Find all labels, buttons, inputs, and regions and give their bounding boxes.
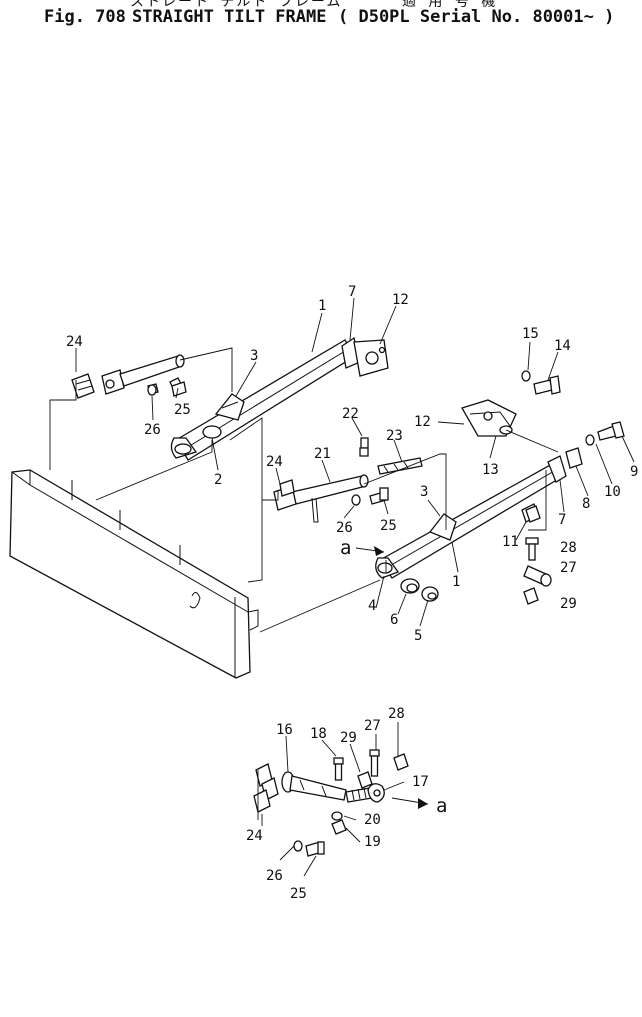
callout-24-mid: 24 xyxy=(266,454,283,470)
view-marker-a-upper: a xyxy=(340,537,351,559)
callout-24-lower: 24 xyxy=(246,828,263,844)
view-arrow-lower xyxy=(391,797,429,809)
callout-7-upper: 7 xyxy=(348,284,356,300)
dozer-blade xyxy=(9,469,259,679)
callout-21: 21 xyxy=(314,446,331,462)
callout-27-lower: 27 xyxy=(364,718,381,734)
right-mounting-bracket xyxy=(461,399,517,437)
callout-24-upper: 24 xyxy=(66,334,83,350)
callout-5: 5 xyxy=(414,628,422,644)
callout-22: 22 xyxy=(342,406,359,422)
callout-29-lower: 29 xyxy=(340,730,357,746)
callout-19: 19 xyxy=(364,834,381,850)
callout-16: 16 xyxy=(276,722,293,738)
right-side-hardware xyxy=(147,370,625,605)
callout-6: 6 xyxy=(390,612,398,628)
callout-4: 4 xyxy=(368,598,376,614)
serial-applicability: ( D50PL Serial No. 80001~ ) xyxy=(338,7,615,27)
callout-8: 8 xyxy=(582,496,590,512)
callout-26-mid: 26 xyxy=(336,520,353,536)
callout-2: 2 xyxy=(214,472,222,488)
callout-25-lower: 25 xyxy=(290,886,307,902)
callout-labels: 1 7 12 24 3 25 26 2 15 14 12 13 9 10 8 7… xyxy=(66,284,638,902)
middle-turnbuckle-assembly xyxy=(273,437,423,523)
figure-header: ストレート チルト フレーム 適 用 号 機 Fig. 708 STRAIGHT… xyxy=(0,0,642,32)
callout-28-lower: 28 xyxy=(388,706,405,722)
callout-1-right: 1 xyxy=(452,574,460,590)
callout-13: 13 xyxy=(482,462,499,478)
callout-11: 11 xyxy=(502,534,519,550)
view-arrow-upper xyxy=(355,546,385,556)
callout-26-lower: 26 xyxy=(266,868,283,884)
callout-25-upper: 25 xyxy=(174,402,191,418)
callout-3-upper: 3 xyxy=(250,348,258,364)
callout-18: 18 xyxy=(310,726,327,742)
alignment-lines xyxy=(49,347,559,820)
callout-12-right: 12 xyxy=(414,414,431,430)
callout-23: 23 xyxy=(386,428,403,444)
callout-7-right: 7 xyxy=(558,512,566,528)
applicability-japanese: 適 用 号 機 xyxy=(402,0,498,10)
callout-15: 15 xyxy=(522,326,539,342)
upper-mounting-bracket xyxy=(353,339,389,377)
callout-20: 20 xyxy=(364,812,381,828)
left-turnbuckle-assembly xyxy=(71,354,185,399)
leader-lines xyxy=(75,297,635,877)
callout-29-right: 29 xyxy=(560,596,577,612)
callout-26-upper: 26 xyxy=(144,422,161,438)
figure-number: Fig. 708 xyxy=(44,7,126,27)
japanese-title: ストレート チルト フレーム xyxy=(130,0,343,10)
callout-25-mid: 25 xyxy=(380,518,397,534)
callout-27-right: 27 xyxy=(560,560,577,576)
callout-9: 9 xyxy=(630,464,638,480)
right-tilt-frame-arm xyxy=(375,455,567,579)
lower-detail-turnbuckle xyxy=(253,749,409,857)
view-marker-a-lower: a xyxy=(436,795,447,817)
callout-28-right: 28 xyxy=(560,540,577,556)
callout-12-upper: 12 xyxy=(392,292,409,308)
callout-14: 14 xyxy=(554,338,571,354)
callout-3-right: 3 xyxy=(420,484,428,500)
figure-title: STRAIGHT TILT FRAME xyxy=(132,7,327,27)
callout-10: 10 xyxy=(604,484,621,500)
callout-17: 17 xyxy=(412,774,429,790)
left-tilt-frame-arm xyxy=(170,336,361,461)
callout-1-upper: 1 xyxy=(318,298,326,314)
